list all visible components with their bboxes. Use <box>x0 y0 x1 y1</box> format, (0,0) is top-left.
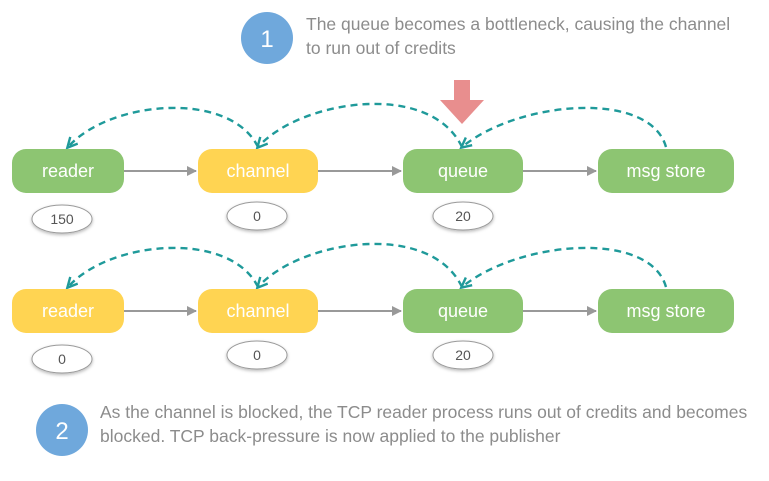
svg-text:reader: reader <box>42 161 94 181</box>
reader-node: reader <box>12 289 124 333</box>
svg-text:0: 0 <box>253 347 261 363</box>
credit-arrow <box>68 106 260 147</box>
credit-badge: 20 <box>432 201 494 231</box>
credit-badge: 0 <box>31 344 93 374</box>
channel-node: channel <box>198 149 318 193</box>
reader-node: reader <box>12 149 124 193</box>
credit-badge: 20 <box>432 340 494 370</box>
svg-text:reader: reader <box>42 301 94 321</box>
svg-text:channel: channel <box>226 161 289 181</box>
pressure-arrow-icon <box>440 80 484 124</box>
step-2-number: 2 <box>55 418 68 445</box>
credit-badge: 0 <box>226 340 288 370</box>
credit-badge: 150 <box>31 204 93 234</box>
svg-text:20: 20 <box>455 347 471 363</box>
svg-text:msg store: msg store <box>626 161 705 181</box>
credit-arrow <box>258 102 464 147</box>
row-2: reader channel queue msg store 0 0 20 <box>12 242 734 374</box>
msg-store-node: msg store <box>598 149 734 193</box>
channel-node: channel <box>198 289 318 333</box>
step-2-badge: 2 <box>36 404 88 456</box>
credit-arrow <box>258 242 464 287</box>
svg-text:channel: channel <box>226 301 289 321</box>
credit-badge: 0 <box>226 201 288 231</box>
queue-node: queue <box>403 289 523 333</box>
step-2-note: As the channel is blocked, the TCP reade… <box>100 402 748 446</box>
credit-arrow <box>462 106 668 147</box>
svg-text:20: 20 <box>455 208 471 224</box>
step-1-note: The queue becomes a bottleneck, causing … <box>306 14 731 58</box>
queue-node: queue <box>403 149 523 193</box>
svg-text:150: 150 <box>50 211 74 227</box>
svg-text:0: 0 <box>253 208 261 224</box>
svg-text:msg store: msg store <box>626 301 705 321</box>
step-1-number: 1 <box>260 26 273 53</box>
step-1-badge: 1 <box>241 12 293 64</box>
credit-arrow <box>68 246 260 287</box>
svg-text:queue: queue <box>438 161 488 181</box>
svg-text:0: 0 <box>58 351 66 367</box>
row-1: reader channel queue msg store 150 0 20 <box>12 102 734 234</box>
credit-arrow <box>462 246 668 287</box>
msg-store-node: msg store <box>598 289 734 333</box>
svg-text:queue: queue <box>438 301 488 321</box>
